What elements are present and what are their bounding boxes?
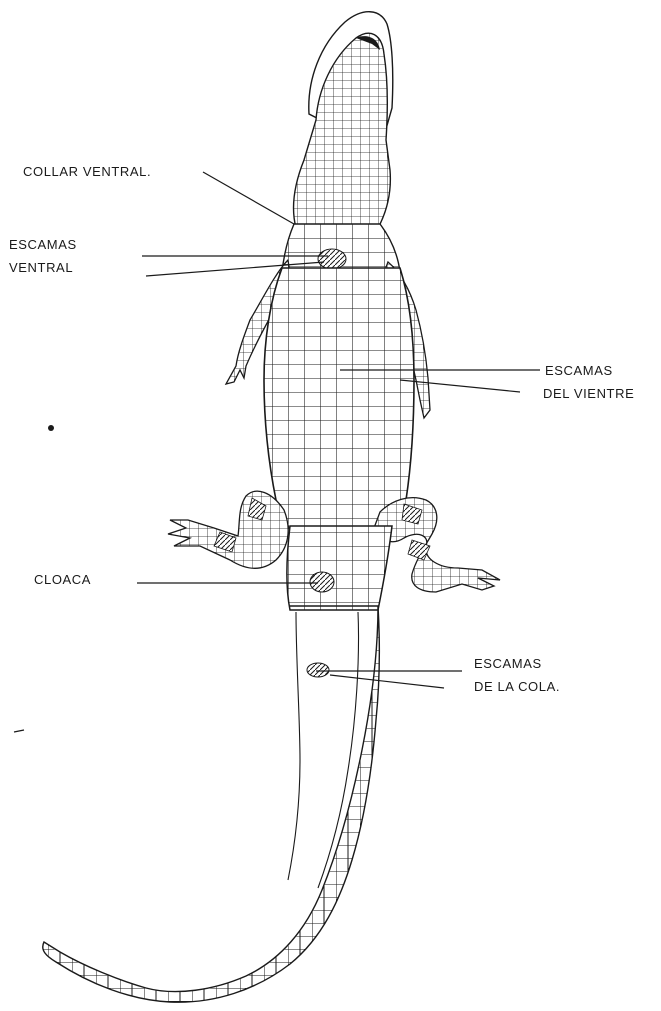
label-escamas-del-vientre: ESCAMAS DEL VIENTRE — [543, 362, 634, 402]
head — [294, 33, 391, 228]
label-collar-ventral: COLLAR VENTRAL. — [23, 163, 151, 180]
rear-left-leg — [168, 491, 288, 568]
stray-dot — [48, 425, 54, 431]
label-cloaca: CLOACA — [34, 571, 91, 588]
label-escamas-ventral: ESCAMAS VENTRAL — [9, 236, 77, 276]
label-escamas-de-la-cola: ESCAMAS DE LA COLA. — [474, 655, 560, 695]
belly — [264, 268, 414, 530]
cloaca-region — [287, 526, 392, 610]
tail — [43, 606, 380, 1002]
rear-right-leg — [374, 498, 500, 592]
stray-mark — [14, 730, 24, 732]
